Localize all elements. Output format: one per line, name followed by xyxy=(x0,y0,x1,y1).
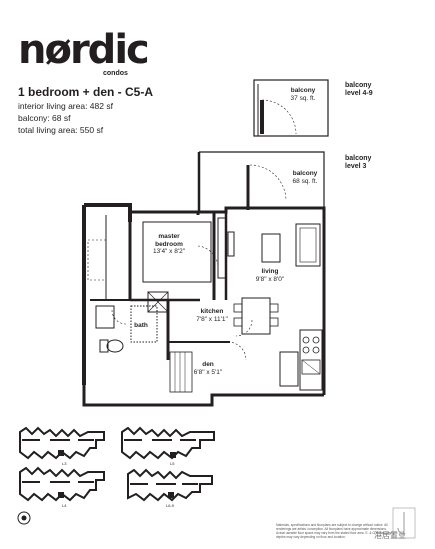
room-bath: bath xyxy=(134,322,148,329)
keyplan-label-l4: L4 xyxy=(62,503,67,508)
level-label-upper: balcony level 4-9 xyxy=(345,82,373,97)
keyplan-label-l5: L5 xyxy=(170,461,175,466)
level-label-lower: balcony level 3 xyxy=(345,155,372,170)
unit-title: 1 bedroom + den - C5-A xyxy=(18,85,154,99)
balcony-area: balcony: 68 sf xyxy=(18,113,71,123)
interior-area: interior living area: 482 sf xyxy=(18,101,113,111)
brand-sub: condos xyxy=(103,70,128,77)
brand-logo: nørdic xyxy=(18,27,150,73)
watermark: 港居置业 xyxy=(374,531,406,540)
disclaimer: Materials, specifications and floorplans… xyxy=(276,523,391,539)
keyplan-label-l3: L3 xyxy=(62,461,67,466)
total-area: total living area: 550 sf xyxy=(18,125,104,135)
keyplan-label-l6-9: L6-9 xyxy=(166,503,175,508)
